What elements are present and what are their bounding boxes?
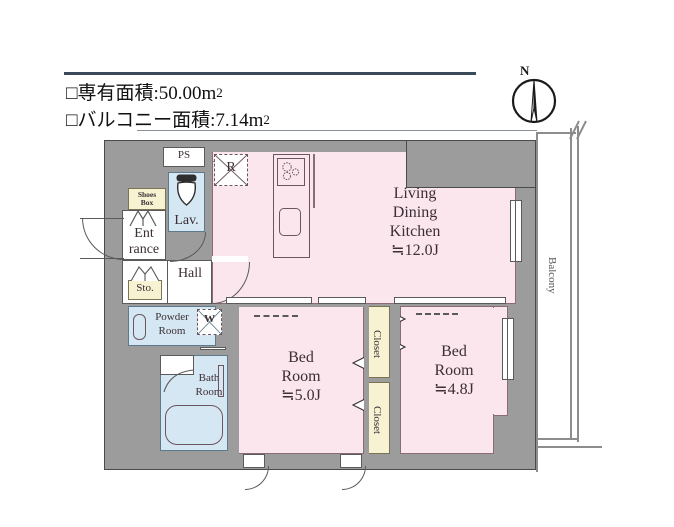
header-divider-bottom [137,130,537,131]
bedroom-right-dashline [416,313,458,315]
stove-burners-icon [282,162,300,181]
balcony-corner-icon [569,120,587,140]
balcony-area-value: 7.14 [215,110,249,131]
room-ldk-stitch-3 [410,188,514,302]
balcony-outer-rail-a [570,128,572,440]
room-pipe-shaft [163,147,205,167]
kitchen-counter-edge [313,154,315,208]
partition-closet-left [364,306,369,454]
bath-shelf [218,365,224,397]
partition-bedroom-left-top [228,304,368,307]
header-divider-top [64,72,476,75]
balcony-area-unit-sup: 2 [263,112,270,127]
room-bedroom-left [238,306,364,454]
ldk-door-leaf[interactable] [211,262,213,304]
window-ldk-south-2 [318,297,366,304]
balcony-area-label: □バルコニー面積: [66,110,216,131]
entrance-step-icon [129,210,157,227]
wall-top-right-block [406,140,536,188]
exclusive-area-text: □専有面積:50.00m2 [66,78,223,105]
window-bedroom-right-mullion [507,318,509,380]
window-ldk-right-mullion [515,200,517,262]
partition-bedroom-left-west [228,306,239,454]
bedroom-left-dashline [254,315,298,317]
bedroom-left-door-b-arc[interactable] [342,466,366,490]
ldk-door-opening [212,256,248,262]
washer-cross-icon [197,309,222,335]
closet-lower [368,382,390,454]
partition-closet-right-upper [390,306,400,358]
exclusive-area-label: □専有面積: [66,83,159,104]
kitchen-sink [279,208,301,236]
exclusive-area-unit-sup: 2 [216,85,223,100]
room-bedroom-right-stitch [402,308,506,414]
exclusive-area-value: 50.00 [158,83,202,104]
powder-basin [133,314,146,340]
balcony-bottom-edge-2 [536,446,602,448]
window-ldk-south [226,297,312,304]
exclusive-area-unit: m [201,83,217,104]
balcony-outer-rail-b [577,126,579,442]
kitchen-counter [273,154,310,258]
balcony-area-text: □バルコニー面積:7.14m2 [66,105,270,132]
balcony-label: Balcony [546,256,558,294]
window-ldk-south-3 [394,297,506,304]
kitchen-stove [277,158,305,186]
entrance-door-arc[interactable] [82,218,124,260]
shoes-box [128,188,166,210]
balcony-inner-rail [536,132,538,472]
bathtub [165,405,223,445]
refrigerator-cross-icon [214,154,248,186]
partition-closet-right-lower [390,372,400,454]
entrance-door-line-bottom [80,258,124,260]
compass-icon [511,78,557,124]
balcony-bottom-edge [536,438,578,440]
storage-door-icon [130,266,160,282]
bath-vent-slot [200,347,226,350]
room-hall [166,260,212,304]
closet-upper [368,306,390,378]
balcony-top-edge [536,132,576,134]
bath-door-arc-icon [163,369,195,393]
balcony-area-unit: m [248,110,264,131]
toilet-icon [176,174,197,206]
room-storage [128,280,162,300]
compass-north-label: N [520,63,530,78]
bedroom-left-door-a-arc[interactable] [245,466,269,490]
